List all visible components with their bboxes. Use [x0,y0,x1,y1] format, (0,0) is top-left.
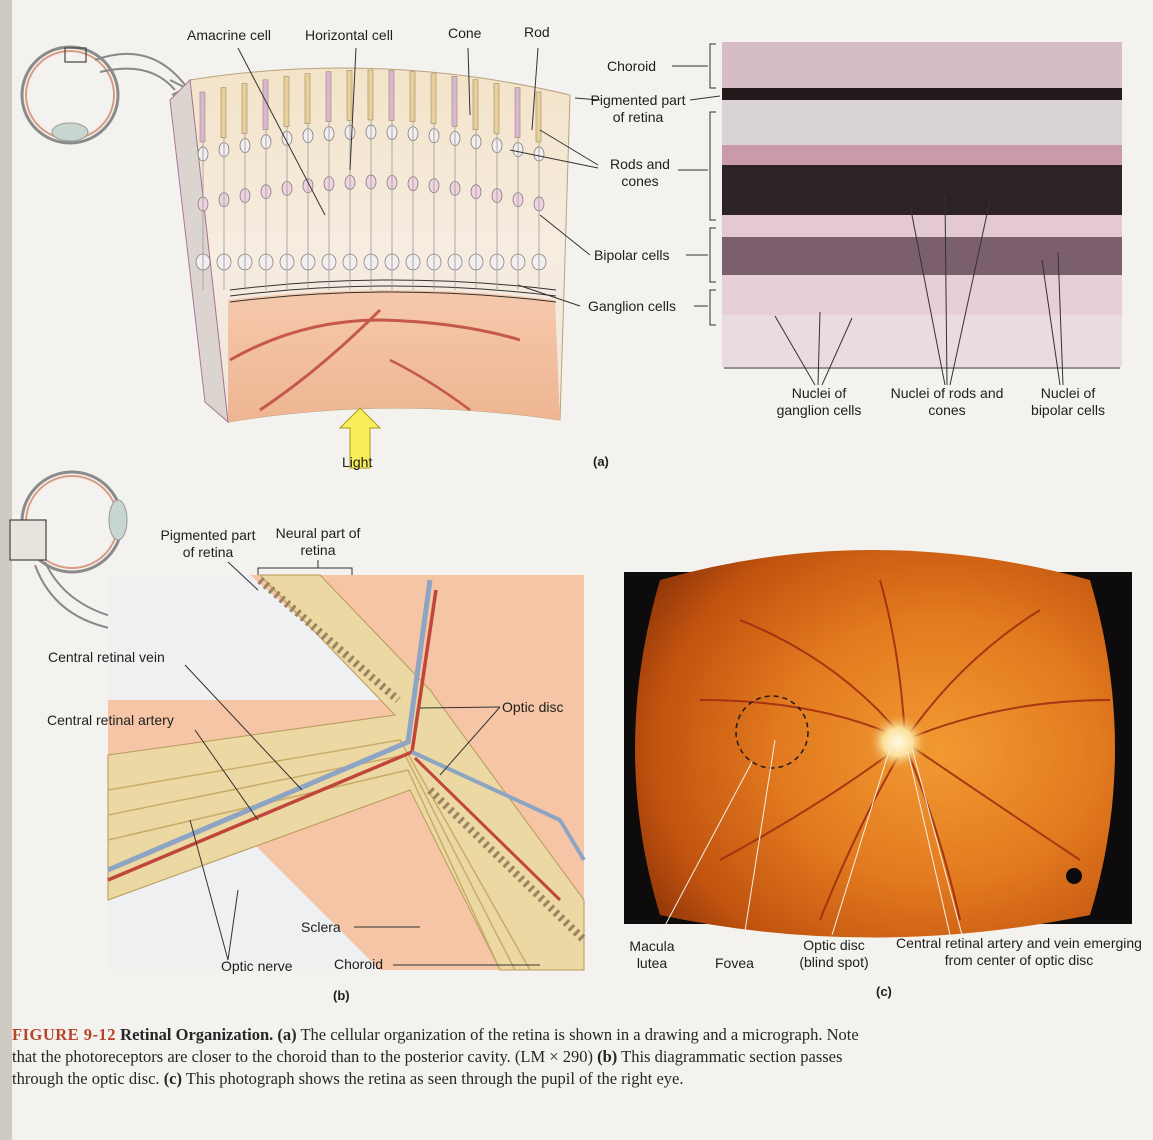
label-cone: Cone [448,25,481,42]
label-central-retinal-artery: Central retinal artery [47,712,174,729]
label-fovea: Fovea [715,955,754,972]
caption-figure-number: FIGURE 9-12 [12,1025,116,1044]
caption-b-tag: (b) [597,1047,617,1066]
caption-c-text: This photograph shows the retina as seen… [186,1069,684,1088]
retina-micrograph [722,42,1122,367]
label-pigmented-b: Pigmented part of retina [158,527,258,561]
label-nuclei-bipolar: Nuclei of bipolar cells [1018,385,1118,419]
label-optic-disc-c: Optic disc (blind spot) [786,937,882,971]
label-light: Light [342,454,372,471]
label-ganglion-cells: Ganglion cells [588,298,676,315]
label-sclera: Sclera [301,919,341,936]
label-nuclei-ganglion: Nuclei of ganglion cells [764,385,874,419]
label-pigmented-a: Pigmented part of retina [583,92,693,126]
figure-caption: FIGURE 9-12 Retinal Organization. (a) Th… [12,1024,872,1090]
panel-c-tag: (c) [876,984,892,999]
label-artery-vein-c: Central retinal artery and vein emerging… [888,935,1150,969]
label-bipolar-cells: Bipolar cells [594,247,669,264]
panel-a-tag: (a) [593,454,609,469]
caption-title: Retinal Organization. [120,1025,273,1044]
label-neural-part: Neural part of retina [270,525,366,559]
label-amacrine-cell: Amacrine cell [187,27,271,44]
label-choroid-b: Choroid [334,956,383,973]
label-central-retinal-vein: Central retinal vein [48,649,165,666]
label-optic-nerve: Optic nerve [221,958,293,975]
label-nuclei-rods-cones: Nuclei of rods and cones [888,385,1006,419]
label-rod: Rod [524,24,550,41]
label-optic-disc-b: Optic disc [502,699,563,716]
label-choroid-a: Choroid [607,58,656,75]
label-horizontal-cell: Horizontal cell [305,27,393,44]
eye-orientation-icon-a [22,47,186,143]
panel-b-tag: (b) [333,988,350,1003]
retina-cell-diagram [170,68,570,468]
caption-a-tag: (a) [277,1025,296,1044]
caption-c-tag: (c) [164,1069,182,1088]
label-macula-lutea: Macula lutea [616,938,688,972]
label-rods-and-cones: Rods and cones [600,156,680,190]
